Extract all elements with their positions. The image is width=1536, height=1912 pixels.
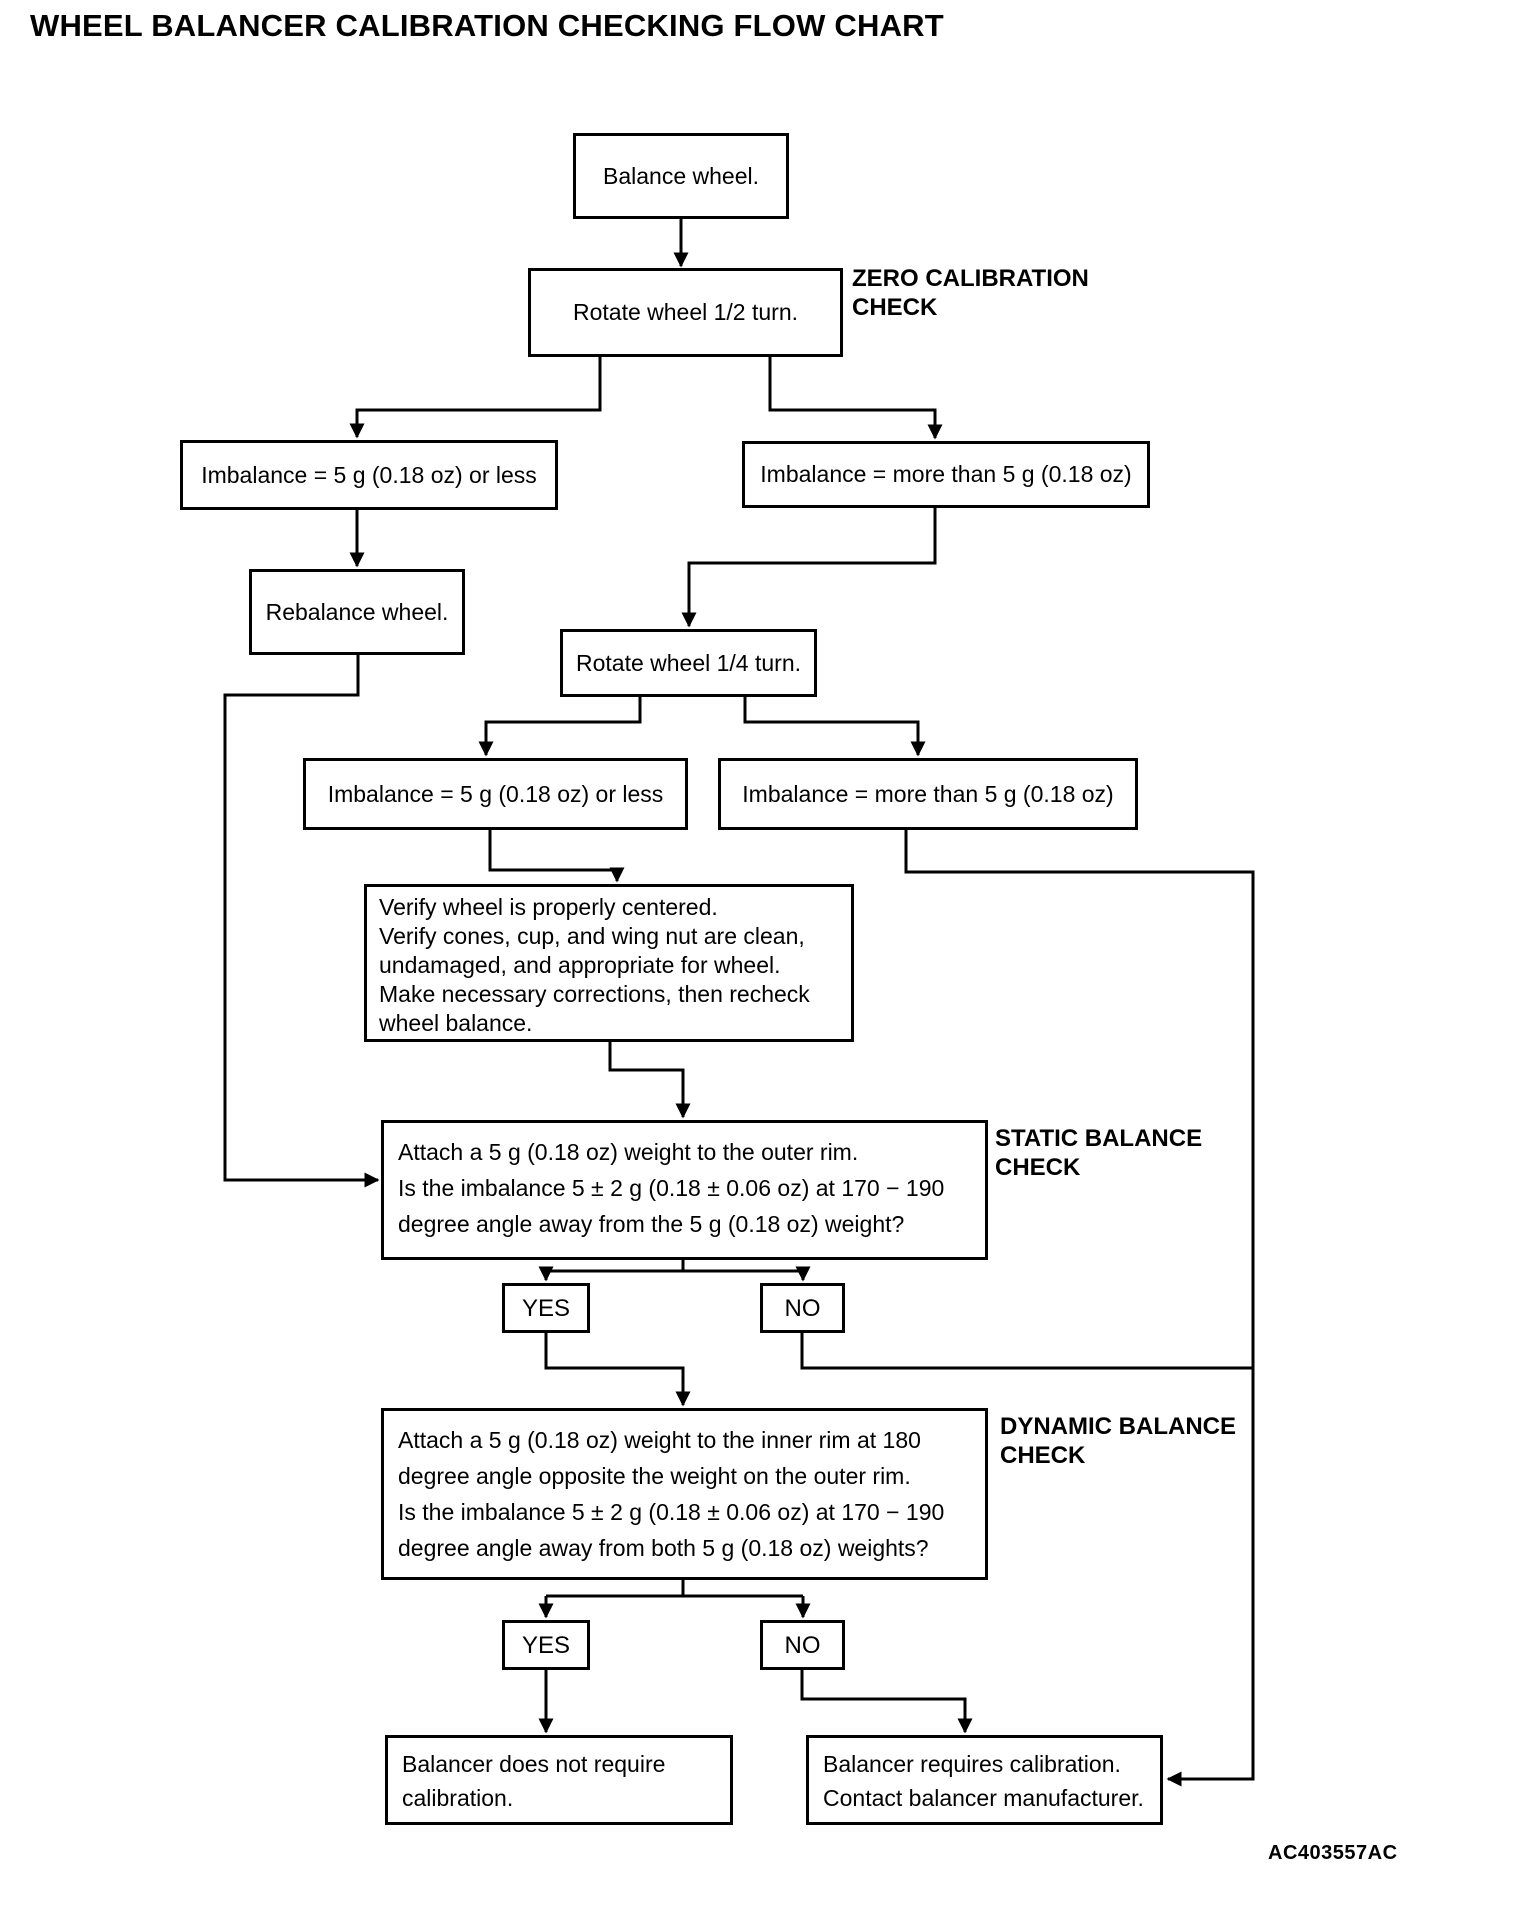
section-label-static-balance-check: STATIC BALANCE CHECK [995,1125,1203,1181]
node-static-balance-question: Attach a 5 g (0.18 oz) weight to the out… [381,1120,988,1260]
connector-imbalance-more-2-to-result-calibration [904,830,1255,1787]
node-rebalance-wheel: Rebalance wheel. [249,569,465,655]
connector-dynamic-split-stem [546,1580,803,1598]
connector-rotate-quarter-to-imbalance-less-2 [478,697,642,757]
connector-rotate-quarter-to-imbalance-more-2 [743,697,926,757]
node-imbalance-more-than-5g-1: Imbalance = more than 5 g (0.18 oz) [742,441,1150,508]
connector-imbalance-more-1-to-rotate-quarter [681,508,937,628]
connector-verify-to-static-check [608,1042,691,1119]
page-title: WHEEL BALANCER CALIBRATION CHECKING FLOW… [30,8,944,43]
node-yes-dynamic: YES [502,1620,590,1670]
section-label-zero-calibration-check: ZERO CALIBRATION CHECK [852,265,1089,321]
section-label-dynamic-balance-check: DYNAMIC BALANCE CHECK [1000,1413,1236,1469]
node-result-no-calibration: Balancer does not require calibration. [385,1735,733,1825]
node-yes-static: YES [502,1283,590,1333]
node-rotate-wheel-quarter-turn: Rotate wheel 1/4 turn. [560,629,817,697]
node-imbalance-5g-or-less-2: Imbalance = 5 g (0.18 oz) or less [303,758,688,830]
node-no-dynamic: NO [760,1620,845,1670]
node-result-requires-calibration: Balancer requires calibration. Contact b… [806,1735,1163,1825]
node-imbalance-5g-or-less-1: Imbalance = 5 g (0.18 oz) or less [180,440,558,510]
connector-yes1-to-dynamic-check [544,1333,691,1407]
node-balance-wheel: Balance wheel. [573,133,789,219]
node-rotate-wheel-half-turn: Rotate wheel 1/2 turn. [528,268,843,357]
node-dynamic-balance-question: Attach a 5 g (0.18 oz) weight to the inn… [381,1408,988,1580]
connector-no1-to-right-rail [800,1333,1255,1370]
connector-imbalance-less-2-to-verify [488,830,625,883]
connector-no2-to-result-calibration [800,1670,973,1734]
figure-code: AC403557AC [1268,1842,1398,1864]
connector-rebalance-to-static-check [223,655,380,1188]
node-imbalance-more-than-5g-2: Imbalance = more than 5 g (0.18 oz) [718,758,1138,830]
connector-rotate-half-to-imbalance-less-1 [349,357,602,439]
node-verify-wheel-centered: Verify wheel is properly centered. Verif… [364,884,854,1042]
connector-rotate-half-to-imbalance-more-1 [768,357,943,440]
node-no-static: NO [760,1283,845,1333]
connector-static-split-stem [546,1260,803,1273]
